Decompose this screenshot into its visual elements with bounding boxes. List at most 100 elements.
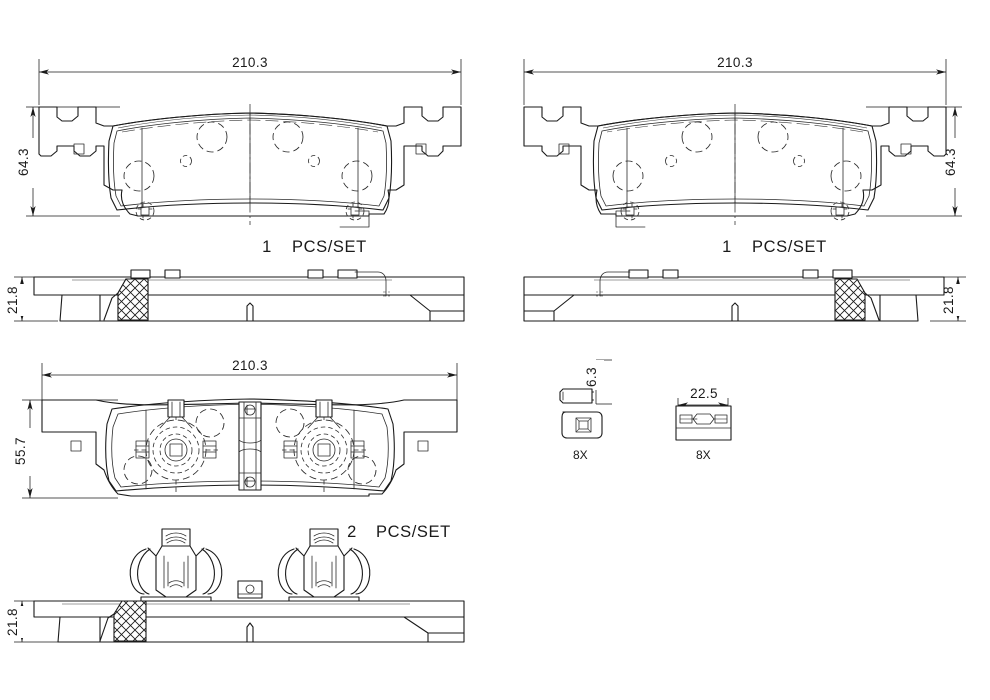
quantity-number-3: 2 (347, 523, 357, 541)
wear-sensor-dash-2 (596, 291, 603, 297)
quantity-label-group-1: 1 PCS/SET (262, 238, 367, 256)
quantity-unit-2: PCS/SET (752, 238, 827, 256)
dimension-label-22-5: 22.5 (690, 386, 718, 401)
pin-lug-left-outer-3 (135, 440, 150, 459)
mount-pin-assembly-left-3 (134, 399, 218, 492)
wear-tab-bracket-1 (339, 210, 370, 228)
view-front-pad-left-top: 210.3 64.3 (16, 55, 462, 256)
ear-hole-right-1 (415, 143, 427, 155)
pad-hole-2f (665, 155, 677, 167)
dimension-210-3-bottom: 210.3 (41, 358, 458, 403)
friction-taper-side-1 (99, 294, 431, 322)
ear-hole-left-2 (900, 143, 912, 155)
ear-hole-left-3 (70, 440, 82, 452)
dimension-label-21-8-left-top: 21.8 (5, 286, 20, 314)
section-taper-edge-2 (864, 292, 880, 321)
view-side-section-right: 21.8 (523, 269, 966, 322)
pad-mirror-group-2 (523, 104, 947, 228)
section-hatch-block-3 (113, 600, 147, 642)
pad-hole-1a (196, 121, 228, 153)
center-small-clip-3 (237, 580, 263, 599)
dimension-label-21-8-right-top: 21.8 (941, 286, 956, 314)
pad-hole-2a (757, 121, 789, 153)
ear-hole-right-3 (417, 440, 429, 452)
inner-pad-hole-3a (195, 408, 225, 438)
clip-top-view (561, 411, 603, 439)
center-notch-2 (731, 302, 739, 322)
dimension-label-55-7: 55.7 (13, 437, 28, 465)
wear-sensor-hook-2 (599, 271, 631, 297)
pad-hole-2c (830, 160, 862, 192)
hardware-clip-shim: 6.3 8X (559, 359, 612, 462)
rivet-marker-left-1 (135, 201, 155, 221)
hardware-spring-pin: 22.5 8X (675, 386, 732, 462)
hardware-clip-count-label: 8X (573, 448, 588, 462)
backing-plate-side-3 (33, 600, 465, 618)
pad-hole-2e (793, 155, 805, 167)
spring-pin-view (675, 405, 732, 441)
wear-sensor-hook-1 (354, 271, 387, 297)
quantity-label-group-3: 2 PCS/SET (347, 523, 451, 541)
dimension-210-3-top-right: 210.3 (523, 55, 947, 105)
dimension-21-8-right-top: 21.8 (930, 276, 966, 322)
pad-hole-2b (681, 121, 713, 153)
pin-lug-right-inner-3 (283, 440, 298, 459)
center-retaining-strip-3 (238, 401, 262, 491)
dimension-21-8-bottom: 21.8 (5, 600, 58, 643)
side-mirror-group-2 (523, 269, 945, 322)
dimension-21-8-left-top: 21.8 (5, 276, 58, 322)
section-hatch-block-1b (117, 278, 149, 321)
friction-taper-side-3 (99, 616, 429, 643)
side-tab-2b (802, 269, 819, 279)
pin-lug-right-outer-3 (350, 440, 365, 459)
dimension-label-210-3: 210.3 (232, 55, 268, 70)
pad-hole-1b (272, 121, 304, 153)
section-taper-edge-3 (99, 613, 115, 642)
rivet-marker-left-2 (830, 201, 850, 221)
quantity-label-group-2: 1 PCS/SET (722, 238, 827, 256)
view-inner-pad-bottom: 210.3 55.7 (13, 358, 458, 541)
section-taper-edge-1 (103, 292, 119, 321)
side-tab-1a (130, 269, 151, 279)
quantity-number-1: 1 (262, 238, 272, 256)
view-side-section-left: 21.8 (5, 269, 465, 322)
side-tab-1b (164, 269, 181, 279)
view-inner-pad-side-section: 21.8 (5, 528, 465, 643)
side-tab-2c (662, 269, 679, 279)
dimension-label-210-3-bottom: 210.3 (232, 358, 268, 373)
inner-pad-hole-3d (347, 455, 377, 485)
ear-hole-right-2 (558, 143, 570, 155)
quantity-number-2: 1 (722, 238, 732, 256)
inner-pad-hole-3b (275, 408, 305, 438)
pin-lug-left-inner-3 (202, 440, 217, 459)
pad-hole-1f (308, 155, 320, 167)
quantity-unit-1: PCS/SET (292, 238, 367, 256)
pin-clip-assembly-side-left (129, 528, 223, 602)
section-hatch-block-2 (834, 278, 866, 321)
pad-hole-2d (612, 160, 644, 192)
side-tab-2d (628, 269, 649, 279)
view-front-pad-right-top: 210.3 64.3 (523, 55, 963, 256)
mount-pin-assembly-right-3 (282, 399, 366, 492)
side-tab-1d (337, 269, 358, 279)
center-notch-1 (246, 302, 254, 322)
dimension-22-5: 22.5 (677, 386, 729, 418)
dimension-210-3-top-left: 210.3 (38, 55, 462, 105)
dimension-label-64-3-right: 64.3 (943, 148, 958, 176)
side-tab-1c (307, 269, 324, 279)
clip-side-profile (559, 388, 593, 404)
pad-hole-1c (123, 160, 155, 192)
dimension-label-210-3-right: 210.3 (717, 55, 753, 70)
center-notch-3 (246, 622, 254, 643)
friction-taper-side-2 (553, 294, 881, 322)
dimension-label-6-3: 6.3 (584, 367, 599, 387)
pad-hole-1e (180, 155, 192, 167)
dimension-64-3-left: 64.3 (16, 106, 120, 217)
quantity-unit-3: PCS/SET (376, 523, 451, 541)
friction-contour-3 (105, 398, 395, 492)
ear-hole-left-1 (73, 143, 85, 155)
inner-pad-hole-3c (123, 455, 153, 485)
side-tab-2a (832, 269, 853, 279)
